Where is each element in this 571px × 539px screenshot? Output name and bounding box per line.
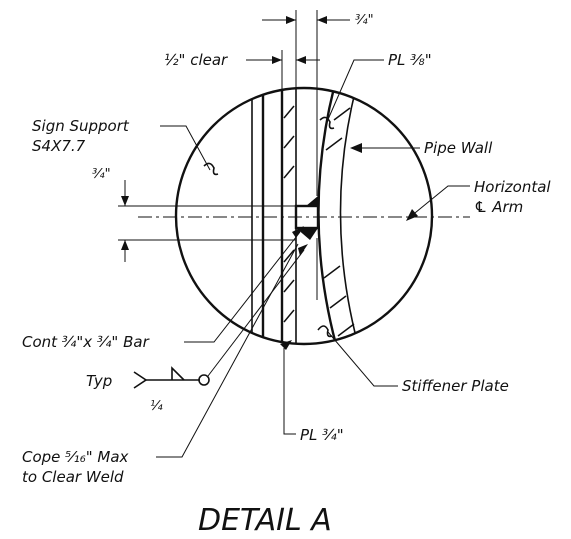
- label-cope: Cope ⁵⁄₁₆" Max: [22, 448, 129, 466]
- weld-symbol-fillet: [171, 366, 185, 381]
- leader-tick: [203, 162, 219, 176]
- label-cont-bar: Cont ¾"x ¾" Bar: [22, 333, 150, 351]
- label-pl-three-eighths: PL ⅜": [388, 51, 432, 69]
- label-pl-three-quarter: PL ¾": [300, 426, 344, 444]
- weld-bottom: [296, 228, 318, 240]
- leader-cont-bar: [184, 231, 301, 343]
- weld-all-around: [198, 374, 210, 386]
- label-pipe-wall: Pipe Wall: [424, 139, 493, 157]
- weld-size: ¼: [150, 399, 163, 414]
- dim-three-quarter-top: ¾": [355, 13, 374, 28]
- label-cl-arm: ℄ Arm: [474, 198, 523, 216]
- pipe-wall-outer: [339, 88, 361, 344]
- leader-stiffener: [327, 331, 398, 387]
- leader-tick: [317, 325, 333, 338]
- weld-top: [296, 196, 318, 206]
- dim-half-clear: ½" clear: [164, 51, 228, 69]
- leader-horizontal: [409, 185, 470, 218]
- label-stiffener-plate: Stiffener Plate: [402, 377, 509, 395]
- label-cope-clear-weld: to Clear Weld: [22, 468, 124, 486]
- label-sign-support: Sign Support: [32, 117, 130, 135]
- leader-weld: [207, 249, 305, 377]
- leader-cope: [156, 243, 299, 458]
- dim-three-quarter-left: ¾": [92, 167, 111, 182]
- leader-tick: [319, 116, 335, 130]
- detail-title: DETAIL A: [198, 503, 332, 538]
- pipe-wall-inner: [317, 88, 340, 344]
- label-horizontal: Horizontal: [474, 178, 551, 196]
- plate-hatching: [283, 105, 295, 323]
- pipe-wall-hatching: [323, 107, 355, 337]
- leader-sign-support: [160, 125, 211, 171]
- weld-symbol-tail: [133, 371, 148, 389]
- label-typ: Typ: [86, 372, 112, 390]
- detail-circle: [174, 86, 434, 346]
- leader-pl-three-quarter: [283, 348, 296, 435]
- label-sign-support-size: S4X7.7: [32, 137, 86, 155]
- leader-pl-three-eighths: [325, 59, 384, 125]
